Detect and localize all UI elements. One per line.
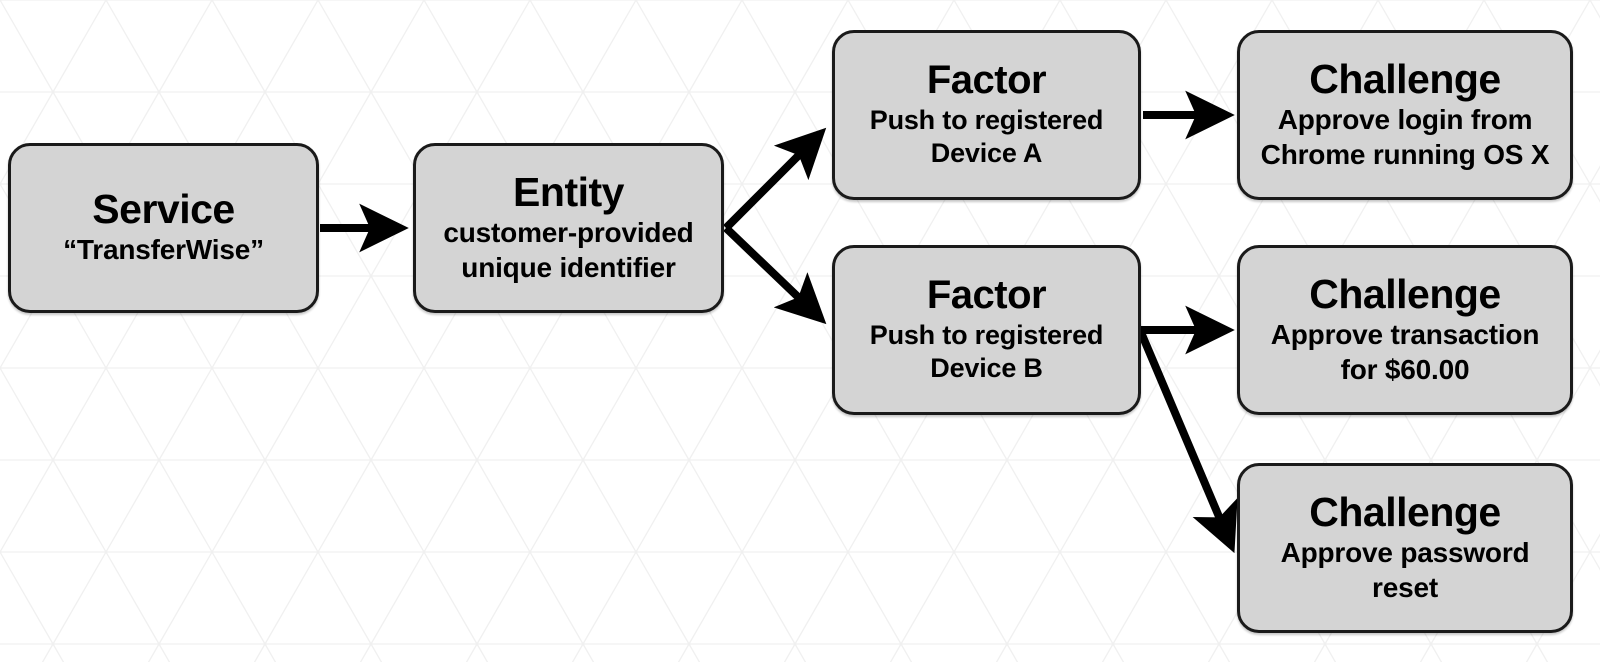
node-factor-a-title: Factor [926,58,1047,103]
node-challenge-3-subtitle: Approve password reset [1280,537,1530,603]
node-challenge-2[interactable]: Challenge Approve transaction for $60.00 [1237,245,1573,415]
node-challenge-3[interactable]: Challenge Approve password reset [1237,463,1573,633]
node-challenge-1-subtitle: Approve login from Chrome running OS X [1260,104,1550,170]
node-challenge-1[interactable]: Challenge Approve login from Chrome runn… [1237,30,1573,200]
node-challenge-1-title: Challenge [1309,55,1501,102]
node-challenge-2-title: Challenge [1309,270,1501,317]
edge-entity-to-factor-a [723,127,827,231]
node-factor-b[interactable]: Factor Push to registered Device B [832,245,1141,415]
edge-entity-to-factor-b [723,225,827,325]
node-service-subtitle: “TransferWise” [63,234,264,266]
node-entity[interactable]: Entity customer-provided unique identifi… [413,143,724,313]
node-entity-title: Entity [513,168,624,215]
node-service-title: Service [92,185,235,232]
node-entity-subtitle: customer-provided unique identifier [443,217,694,283]
node-factor-b-subtitle: Push to registered Device B [869,319,1104,384]
node-challenge-3-title: Challenge [1309,488,1501,535]
node-service[interactable]: Service “TransferWise” [8,143,319,313]
node-factor-a[interactable]: Factor Push to registered Device A [832,30,1141,200]
node-factor-a-subtitle: Push to registered Device A [869,104,1104,169]
node-factor-b-title: Factor [926,273,1047,318]
node-challenge-2-subtitle: Approve transaction for $60.00 [1270,319,1540,385]
edge-factor-b-to-challenge-3 [1136,328,1238,554]
